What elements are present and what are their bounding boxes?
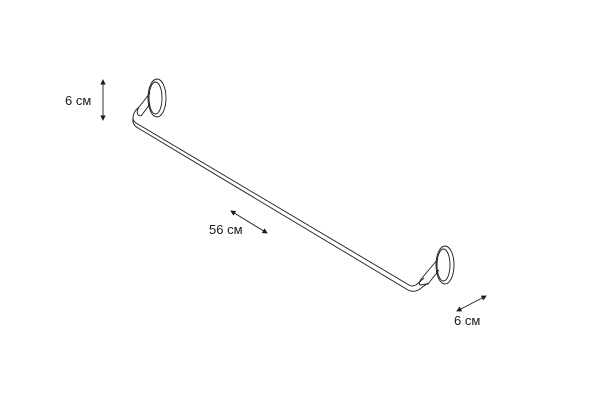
towel-bar-rod	[132, 106, 429, 292]
depth-dimension-arrow	[456, 295, 487, 312]
right-mount-post	[418, 258, 440, 286]
right-mount-plate-inner	[436, 248, 451, 282]
length-dimension-label: 56 см	[209, 222, 243, 237]
rod-bottom-edge	[132, 117, 429, 292]
rod-top-edge	[132, 117, 425, 287]
right-wall-mount	[418, 245, 455, 286]
right-mount-plate	[435, 245, 455, 285]
height-dimension-label: 6 см	[65, 93, 92, 108]
left-mount-plate	[147, 78, 167, 118]
depth-dimension-label: 6 см	[454, 313, 481, 328]
length-dimension-arrow	[230, 210, 268, 234]
rod-left-bend	[132, 106, 140, 119]
left-wall-mount	[136, 78, 167, 118]
left-mount-plate-inner	[148, 81, 163, 115]
